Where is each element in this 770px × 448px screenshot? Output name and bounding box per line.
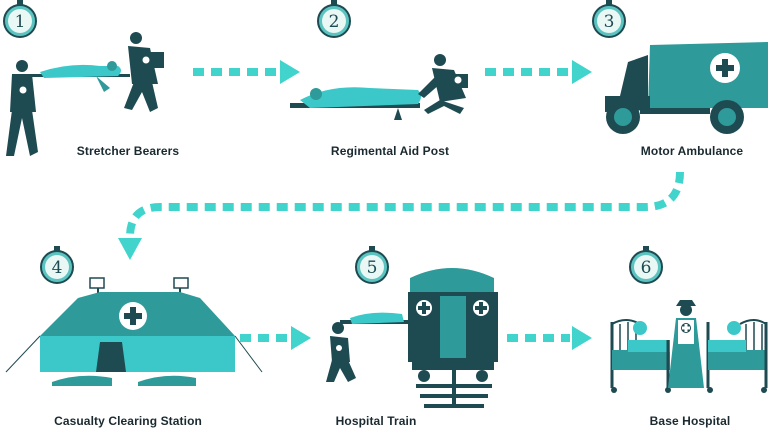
svg-text:4: 4 (52, 258, 63, 278)
step-label-motor-ambulance: Motor Ambulance (640, 144, 744, 158)
svg-text:1: 1 (15, 12, 26, 32)
casualty-clearing-station-illustration (5, 277, 263, 386)
svg-text:2: 2 (329, 12, 340, 32)
svg-text:3: 3 (604, 12, 615, 32)
arrow-4-to-5 (240, 326, 311, 350)
hospital-train-illustration (326, 268, 498, 408)
base-hospital-illustration (610, 300, 768, 393)
step-label-stretcher-bearers: Stretcher Bearers (76, 144, 180, 158)
arrow-3-to-4 (118, 171, 684, 260)
stretcher-bearers-illustration (6, 32, 164, 156)
arrow-2-to-3 (485, 60, 592, 84)
step-label-regimental-aid-post: Regimental Aid Post (330, 144, 450, 158)
svg-text:5: 5 (367, 258, 378, 278)
step-badge-3: 3 (592, 0, 626, 38)
regimental-aid-post-illustration (290, 54, 468, 120)
step-badge-1: 1 (3, 0, 37, 38)
svg-text:6: 6 (641, 258, 652, 278)
arrow-5-to-6 (507, 326, 592, 350)
step-badge-2: 2 (317, 0, 351, 38)
arrow-1-to-2 (193, 60, 300, 84)
step-badge-6: 6 (629, 246, 663, 284)
step-label-base-hospital: Base Hospital (649, 414, 731, 428)
step-badge-5: 5 (355, 246, 389, 284)
step-label-hospital-train: Hospital Train (335, 414, 417, 428)
step-badge-4: 4 (40, 246, 74, 284)
step-label-casualty-clearing-station: Casualty Clearing Station (54, 414, 202, 428)
motor-ambulance-illustration (605, 42, 768, 134)
